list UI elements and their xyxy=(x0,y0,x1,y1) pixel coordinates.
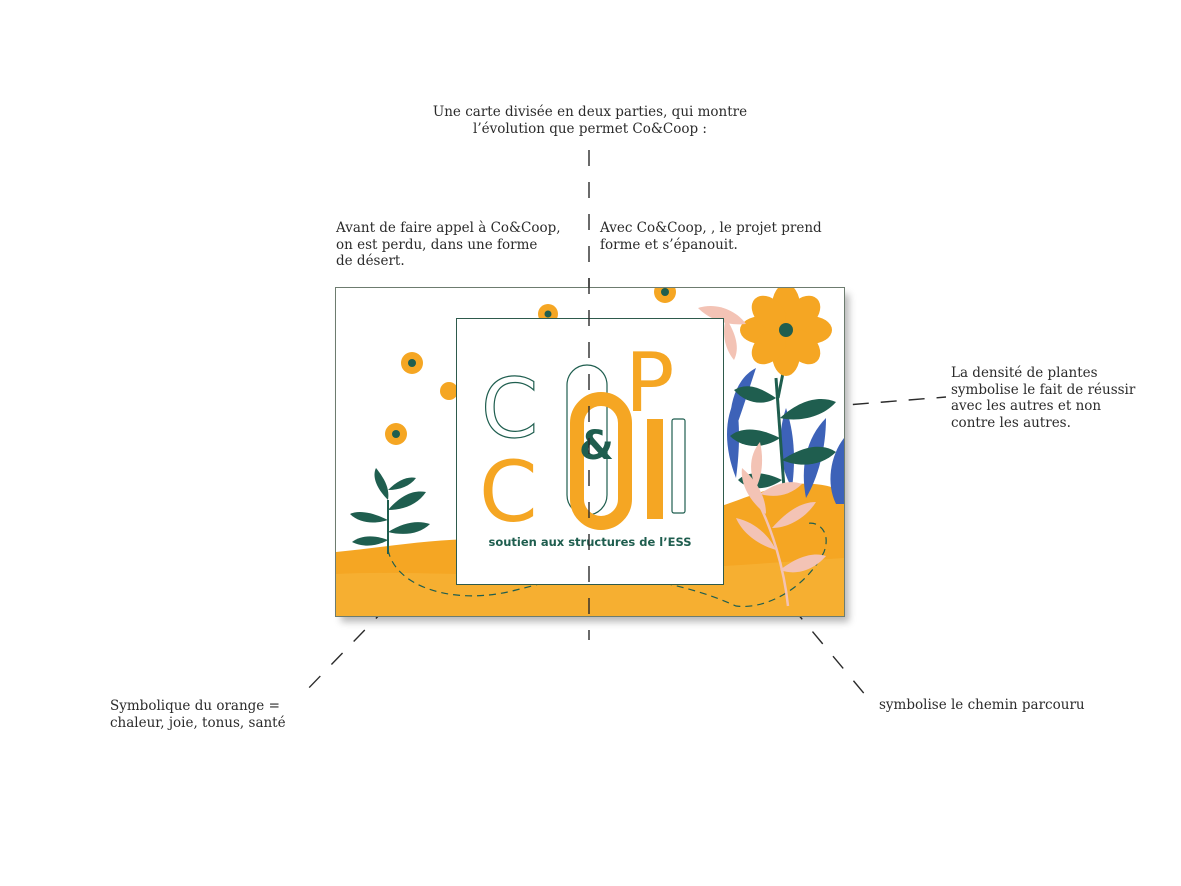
pink-plant-icon xyxy=(698,305,826,607)
annotation-left-half: Avant de faire appel à Co&Coop, on est p… xyxy=(336,220,561,269)
logo-letter-outline-c: C xyxy=(481,362,538,457)
logo-ampersand: & xyxy=(579,423,614,469)
logo-exclamation-outline xyxy=(671,418,686,514)
logo-letter-i xyxy=(647,419,663,519)
coop-logo-panel: C P C & soutien aux structures de l’ESS xyxy=(456,318,724,585)
annotation-right-half: Avec Co&Coop, , le projet prend forme et… xyxy=(600,220,822,253)
logo-letter-p: P xyxy=(625,336,674,431)
logo-tagline: soutien aux structures de l’ESS xyxy=(488,535,692,549)
orange-pointer-line xyxy=(301,606,388,696)
path-pointer-line xyxy=(791,606,873,704)
logo-letter-o xyxy=(570,392,632,530)
annotation-orange: Symbolique du orange = chaleur, joie, to… xyxy=(110,698,286,731)
desert-plant-icon xyxy=(350,468,430,554)
coop-logo: C P C & xyxy=(479,336,686,541)
annotation-path: symbolise le chemin parcouru xyxy=(879,697,1085,713)
plants-pointer-line xyxy=(796,396,947,410)
annotation-plants: La densité de plantes symbolise le fait … xyxy=(951,365,1136,431)
logo-letter-c: C xyxy=(479,443,538,541)
annotation-top: Une carte divisée en deux parties, qui m… xyxy=(432,104,748,137)
big-flower-icon xyxy=(740,288,832,399)
